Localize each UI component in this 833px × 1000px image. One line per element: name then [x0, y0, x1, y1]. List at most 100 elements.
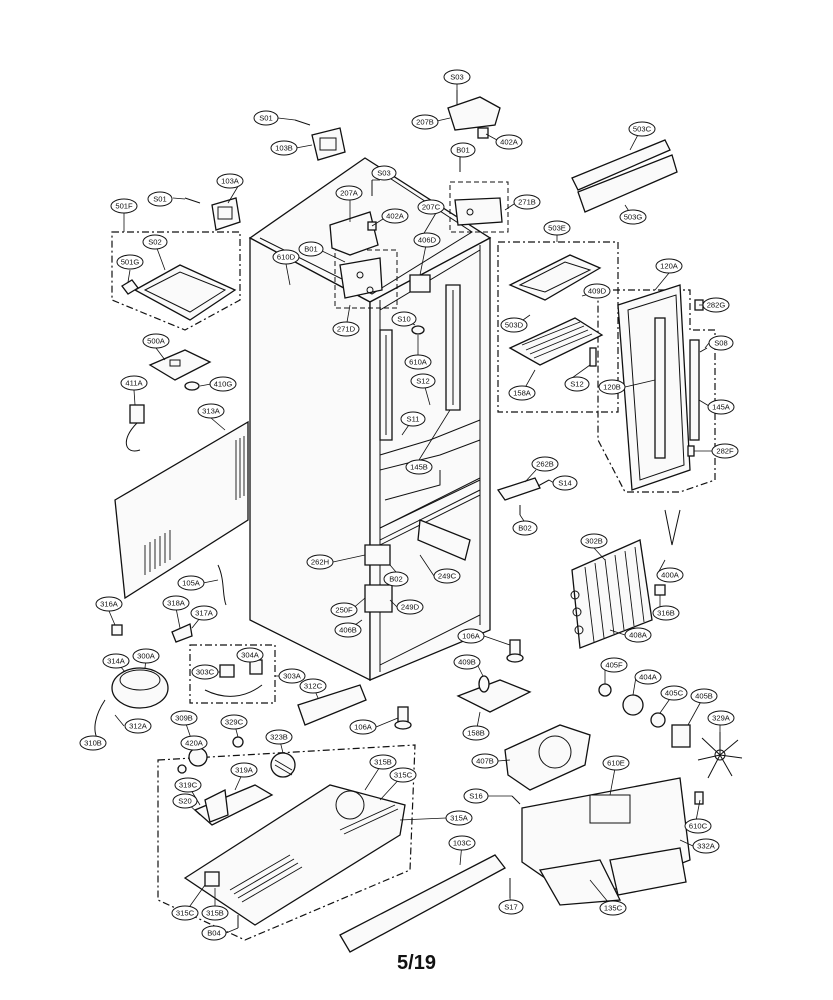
svg-text:319A: 319A: [235, 766, 254, 775]
callout-501f: 501F: [110, 198, 138, 214]
callout-271d: 271D: [332, 321, 360, 337]
rear-cover-332a: [521, 777, 704, 906]
callout-b01-top: B01: [450, 142, 476, 158]
callout-b02-right: B02: [512, 520, 538, 536]
svg-text:106A: 106A: [462, 632, 481, 641]
svg-text:503G: 503G: [624, 213, 643, 222]
svg-text:315C: 315C: [176, 909, 195, 918]
callout-300a: 300A: [132, 648, 160, 664]
svg-text:402A: 402A: [500, 138, 519, 147]
ice-tray: [121, 264, 237, 321]
svg-text:103B: 103B: [275, 144, 293, 153]
svg-text:329A: 329A: [712, 714, 731, 723]
callout-319a: 319A: [230, 762, 258, 778]
callout-s20: S20: [172, 793, 198, 809]
svg-text:303A: 303A: [283, 672, 302, 681]
relay-kit: [204, 659, 263, 697]
callout-s01-left: S01: [147, 191, 173, 207]
callout-s16: S16: [463, 788, 489, 804]
svg-text:262B: 262B: [536, 460, 554, 469]
svg-text:158B: 158B: [467, 729, 485, 738]
svg-text:407B: 407B: [476, 757, 494, 766]
svg-text:S20: S20: [178, 797, 192, 806]
callout-s08: S08: [708, 335, 734, 351]
svg-text:103C: 103C: [453, 839, 472, 848]
callout-315c-bottom: 315C: [171, 905, 199, 921]
callout-316b: 316B: [652, 605, 680, 621]
svg-text:409B: 409B: [458, 658, 476, 667]
svg-text:282G: 282G: [707, 301, 726, 310]
evaporator: [570, 509, 681, 649]
callout-315c-top: 315C: [389, 767, 417, 783]
pcb-strip: [571, 139, 678, 213]
callout-329a: 329A: [707, 710, 735, 726]
callout-323b: 323B: [265, 729, 293, 745]
hinge-bracket-top: [454, 197, 503, 226]
callout-319c: 319C: [174, 777, 202, 793]
dispenser-housing: [508, 254, 604, 367]
svg-text:314A: 314A: [107, 657, 126, 666]
svg-text:503E: 503E: [548, 224, 566, 233]
callout-404a: 404A: [634, 669, 662, 685]
svg-text:409D: 409D: [588, 287, 607, 296]
callout-249c: 249C: [433, 568, 461, 584]
callout-317a: 317A: [190, 605, 218, 621]
svg-text:323B: 323B: [270, 733, 288, 742]
leveling-foot: [394, 639, 524, 730]
ice-tray-group-box: [111, 231, 241, 331]
callout-103a: 103A: [216, 173, 244, 189]
callout-610c: 610C: [684, 818, 712, 834]
cap-103b: [311, 127, 346, 161]
svg-text:313A: 313A: [202, 407, 221, 416]
svg-text:207B: 207B: [416, 118, 434, 127]
svg-text:500A: 500A: [147, 337, 166, 346]
callout-332a: 332A: [692, 838, 720, 854]
svg-text:B01: B01: [304, 245, 318, 254]
power-cord: [126, 404, 145, 452]
svg-text:S16: S16: [469, 792, 483, 801]
callout-103b: 103B: [270, 140, 298, 156]
svg-text:S12: S12: [416, 377, 430, 386]
svg-text:610C: 610C: [689, 822, 708, 831]
svg-text:120B: 120B: [603, 383, 621, 392]
top-cover-207b: [447, 96, 501, 139]
callout-b04: B04: [201, 925, 227, 941]
bracket-262b: [496, 477, 541, 501]
part-316b: [654, 584, 666, 596]
callout-207c: 207C: [417, 199, 445, 215]
callout-312c: 312C: [299, 678, 327, 694]
callout-105a: 105A: [177, 575, 205, 591]
callout-329c: 329C: [220, 714, 248, 730]
callout-314a: 314A: [102, 653, 130, 669]
callout-406d: 406D: [413, 232, 441, 248]
callout-s03-mid: S03: [371, 165, 397, 181]
svg-text:405B: 405B: [695, 692, 713, 701]
callout-106a-right: 106A: [457, 628, 485, 644]
callout-b01-mid: B01: [298, 241, 324, 257]
water-tube: [217, 564, 227, 606]
svg-text:207A: 207A: [340, 189, 359, 198]
svg-text:271D: 271D: [337, 325, 356, 334]
hinge-bracket-mid: [339, 257, 383, 299]
svg-text:207C: 207C: [422, 203, 441, 212]
callout-262b: 262B: [531, 456, 559, 472]
svg-text:S08: S08: [714, 339, 728, 348]
callout-410g: 410G: [209, 376, 237, 392]
callout-503e: 503E: [543, 220, 571, 236]
pcb-500a: [148, 349, 212, 391]
part-316a: [111, 624, 123, 636]
svg-text:135C: 135C: [604, 904, 623, 913]
svg-text:105A: 105A: [182, 579, 201, 588]
callout-503d: 503D: [500, 317, 528, 333]
svg-text:300A: 300A: [137, 652, 156, 661]
callout-405c: 405C: [660, 685, 688, 701]
callout-407b: 407B: [471, 753, 499, 769]
fan-housing: [504, 724, 591, 791]
svg-text:318A: 318A: [167, 599, 186, 608]
svg-text:S03: S03: [377, 169, 391, 178]
callout-610d: 610D: [272, 249, 300, 265]
svg-text:S12: S12: [570, 380, 584, 389]
svg-text:145A: 145A: [712, 403, 731, 412]
callout-103c: 103C: [448, 835, 476, 851]
callout-312a: 312A: [124, 718, 152, 734]
